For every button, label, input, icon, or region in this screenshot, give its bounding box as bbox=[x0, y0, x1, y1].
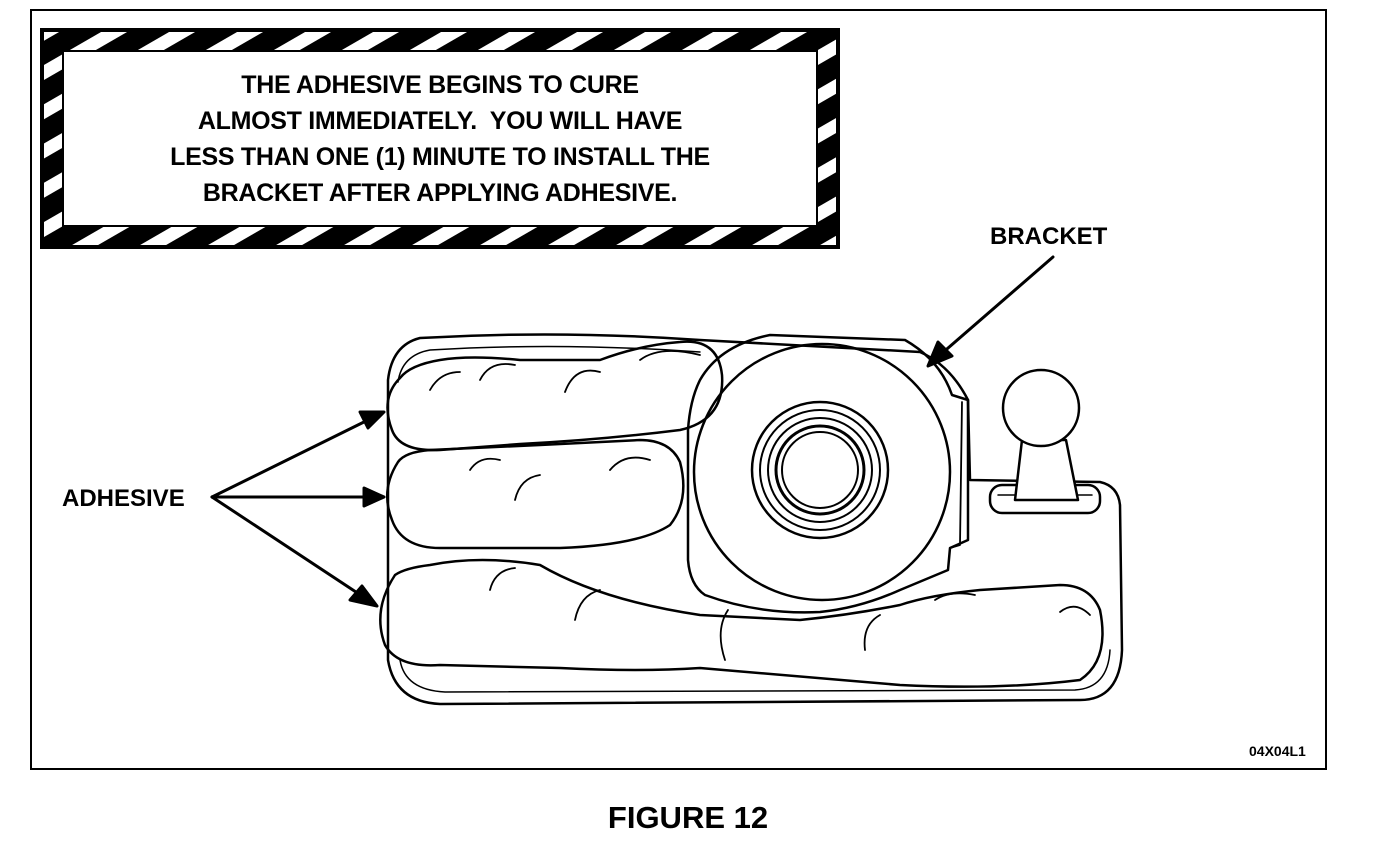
adhesive-arrows bbox=[210, 410, 386, 608]
warning-panel: THE ADHESIVE BEGINS TO CURE ALMOST IMMED… bbox=[62, 50, 818, 227]
warning-message: THE ADHESIVE BEGINS TO CURE ALMOST IMMED… bbox=[170, 67, 710, 211]
figure-frame bbox=[30, 9, 1327, 770]
stud-ball bbox=[1001, 368, 1081, 448]
adhesive-bead-top bbox=[386, 340, 724, 452]
warning-line: ALMOST IMMEDIATELY. YOU WILL HAVE bbox=[197, 106, 683, 135]
figure-caption: FIGURE 12 bbox=[607, 800, 769, 835]
warning-box: THE ADHESIVE BEGINS TO CURE ALMOST IMMED… bbox=[40, 28, 840, 249]
image-code: 04X04L1 bbox=[1249, 743, 1306, 759]
bracket-arrow bbox=[926, 255, 1055, 368]
base-plate bbox=[386, 333, 1124, 706]
adhesive-label: ADHESIVE bbox=[62, 485, 185, 512]
warning-line: THE ADHESIVE BEGINS TO CURE bbox=[241, 70, 639, 99]
adhesive-bead-middle bbox=[385, 438, 685, 550]
bracket-face bbox=[692, 342, 952, 602]
adhesive-bead-bottom bbox=[379, 558, 1104, 688]
stud-neck bbox=[1013, 438, 1080, 502]
bracket-label: BRACKET bbox=[990, 223, 1108, 250]
warning-line: BRACKET AFTER APPLYING ADHESIVE. bbox=[202, 178, 678, 207]
warning-line: LESS THAN ONE (1) MINUTE TO INSTALL THE bbox=[170, 142, 710, 171]
bracket-housing bbox=[686, 333, 970, 614]
